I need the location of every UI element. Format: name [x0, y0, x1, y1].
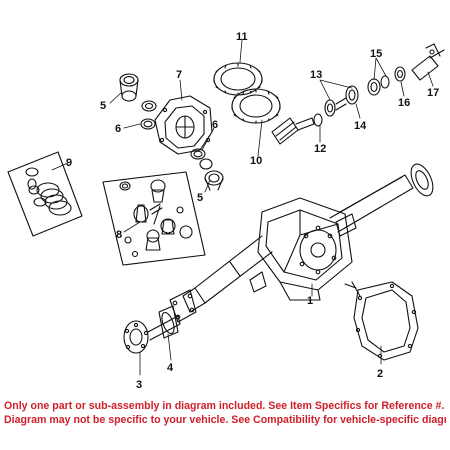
callout-10: 10 — [250, 155, 262, 167]
ring-gear — [213, 62, 281, 124]
callout-4: 4 — [167, 362, 174, 374]
shim-left — [140, 118, 156, 130]
callout-5-lower: 5 — [197, 192, 203, 204]
shim-right — [190, 148, 206, 160]
callout-9: 9 — [66, 157, 72, 169]
differential-case — [154, 95, 213, 155]
callout-14: 14 — [354, 120, 367, 132]
disclaimer-line-1: Only one part or sub-assembly in diagram… — [4, 400, 445, 412]
crush-sleeve — [335, 97, 347, 111]
callout-7: 7 — [176, 69, 182, 81]
callout-1: 1 — [307, 295, 313, 307]
pinion-gear — [271, 117, 315, 145]
callout-12: 12 — [314, 143, 326, 155]
pinion-shim — [313, 113, 323, 127]
carrier-bearing-lower — [199, 158, 224, 191]
pinion-seal-parts — [367, 75, 390, 96]
axle-bearing — [158, 305, 179, 339]
diagram-disclaimer: Only one part or sub-assembly in diagram… — [0, 396, 450, 450]
callout-2: 2 — [377, 368, 383, 380]
callout-13: 13 — [310, 69, 322, 81]
callout-6-left: 6 — [115, 123, 121, 135]
rear-axle-exploded-diagram: 1 2 3 4 5 5 6 6 7 8 9 10 11 12 13 14 15 … — [7, 31, 445, 391]
differential-cover — [353, 281, 419, 361]
axle-housing — [169, 163, 434, 323]
carrier-bearing-upper — [119, 73, 157, 112]
disclaimer-line-2: Diagram may not be specific to your vehi… — [4, 414, 446, 426]
callout-5-upper: 5 — [100, 100, 106, 112]
callout-3: 3 — [136, 379, 142, 391]
limited-slip-clutch-pack — [7, 151, 83, 237]
differential-gear-kit — [102, 171, 206, 266]
callout-16: 16 — [398, 97, 410, 109]
callout-11: 11 — [236, 31, 248, 43]
callout-6-right: 6 — [212, 119, 218, 131]
callout-leader-lines — [51, 39, 434, 376]
callout-17: 17 — [427, 87, 439, 99]
pinion-nut — [394, 66, 406, 82]
callout-8: 8 — [116, 229, 122, 241]
callout-numbers: 1 2 3 4 5 5 6 6 7 8 9 10 11 12 13 14 15 … — [66, 31, 439, 391]
callout-15: 15 — [370, 48, 382, 60]
pinion-yoke — [411, 43, 445, 81]
